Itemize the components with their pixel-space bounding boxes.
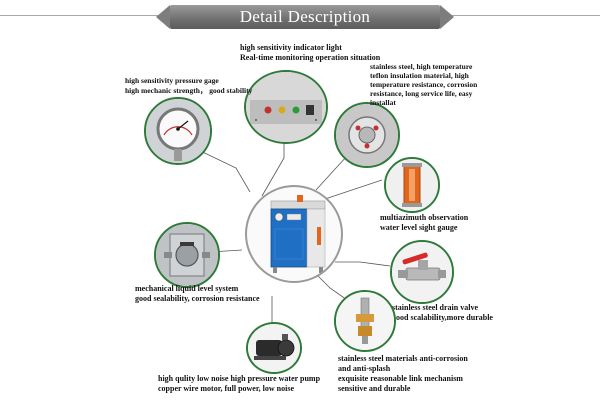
main-product-circle bbox=[245, 185, 343, 283]
liquid-level-circle bbox=[154, 222, 220, 288]
link-mechanism-circle bbox=[334, 290, 396, 352]
teflon-label: stainless steel, high temperature teflon… bbox=[370, 62, 478, 107]
indicator-light-icon bbox=[246, 72, 326, 142]
liquid-level-label-1: mechanical liquid level system bbox=[135, 284, 239, 293]
connector-water-gauge bbox=[321, 179, 383, 201]
anti-corrosion-label-4: sensitive and durable bbox=[338, 384, 411, 393]
water-gauge-label-1: multiazimuth observation bbox=[380, 213, 469, 222]
anti-corrosion-label-2: and anti-splash bbox=[338, 364, 391, 373]
indicator-label-1: high sensitivity indicator light bbox=[240, 43, 342, 52]
liquid-level-icon bbox=[156, 224, 218, 286]
heating-element-icon bbox=[336, 104, 398, 166]
drain-valve-icon bbox=[392, 242, 452, 302]
drain-valve-label-1: stainless steel drain valve bbox=[392, 303, 478, 312]
header-rule-right bbox=[440, 15, 600, 16]
header-banner: Detail Description bbox=[156, 5, 454, 29]
link-mechanism-icon bbox=[336, 292, 394, 350]
teflon-circle bbox=[334, 102, 400, 168]
pump-label-1: high qulity low noise high pressure wate… bbox=[158, 374, 321, 383]
liquid-level-label-2: good sealability, corrosion resistance bbox=[135, 294, 260, 303]
anti-corrosion-label-3: exquisite reasonable link mechanism bbox=[338, 374, 463, 383]
water-level-gauge-icon bbox=[386, 159, 438, 211]
indicator-label-2: Real-time monitoring operation situation bbox=[240, 53, 381, 62]
indicator-light-circle bbox=[244, 70, 328, 144]
drain-valve-circle bbox=[390, 240, 454, 304]
page-title: Detail Description bbox=[239, 7, 371, 26]
water-pump-icon bbox=[248, 324, 300, 372]
boiler-icon bbox=[270, 195, 326, 273]
drain-valve-label-2: good scalability,more durable bbox=[392, 313, 493, 322]
anti-corrosion-label-1: stainless steel materials anti-corrosion bbox=[338, 354, 468, 363]
water-gauge-circle bbox=[384, 157, 440, 213]
pressure-gage-label-1: high sensitivity pressure gage bbox=[125, 76, 219, 85]
header-rule-left bbox=[0, 15, 170, 16]
water-pump-circle bbox=[246, 322, 302, 374]
pressure-gage-label-2: high mechanic strength， good stability bbox=[125, 86, 253, 95]
pressure-gage-icon bbox=[146, 99, 210, 163]
pressure-gage-circle bbox=[144, 97, 212, 165]
water-gauge-label-2: water level sight gauge bbox=[380, 223, 458, 232]
connector-drain-valve bbox=[335, 261, 391, 267]
pump-label-2: copper wire motor, full power, low noise bbox=[158, 384, 294, 393]
connector-pressure-gage bbox=[189, 145, 251, 193]
